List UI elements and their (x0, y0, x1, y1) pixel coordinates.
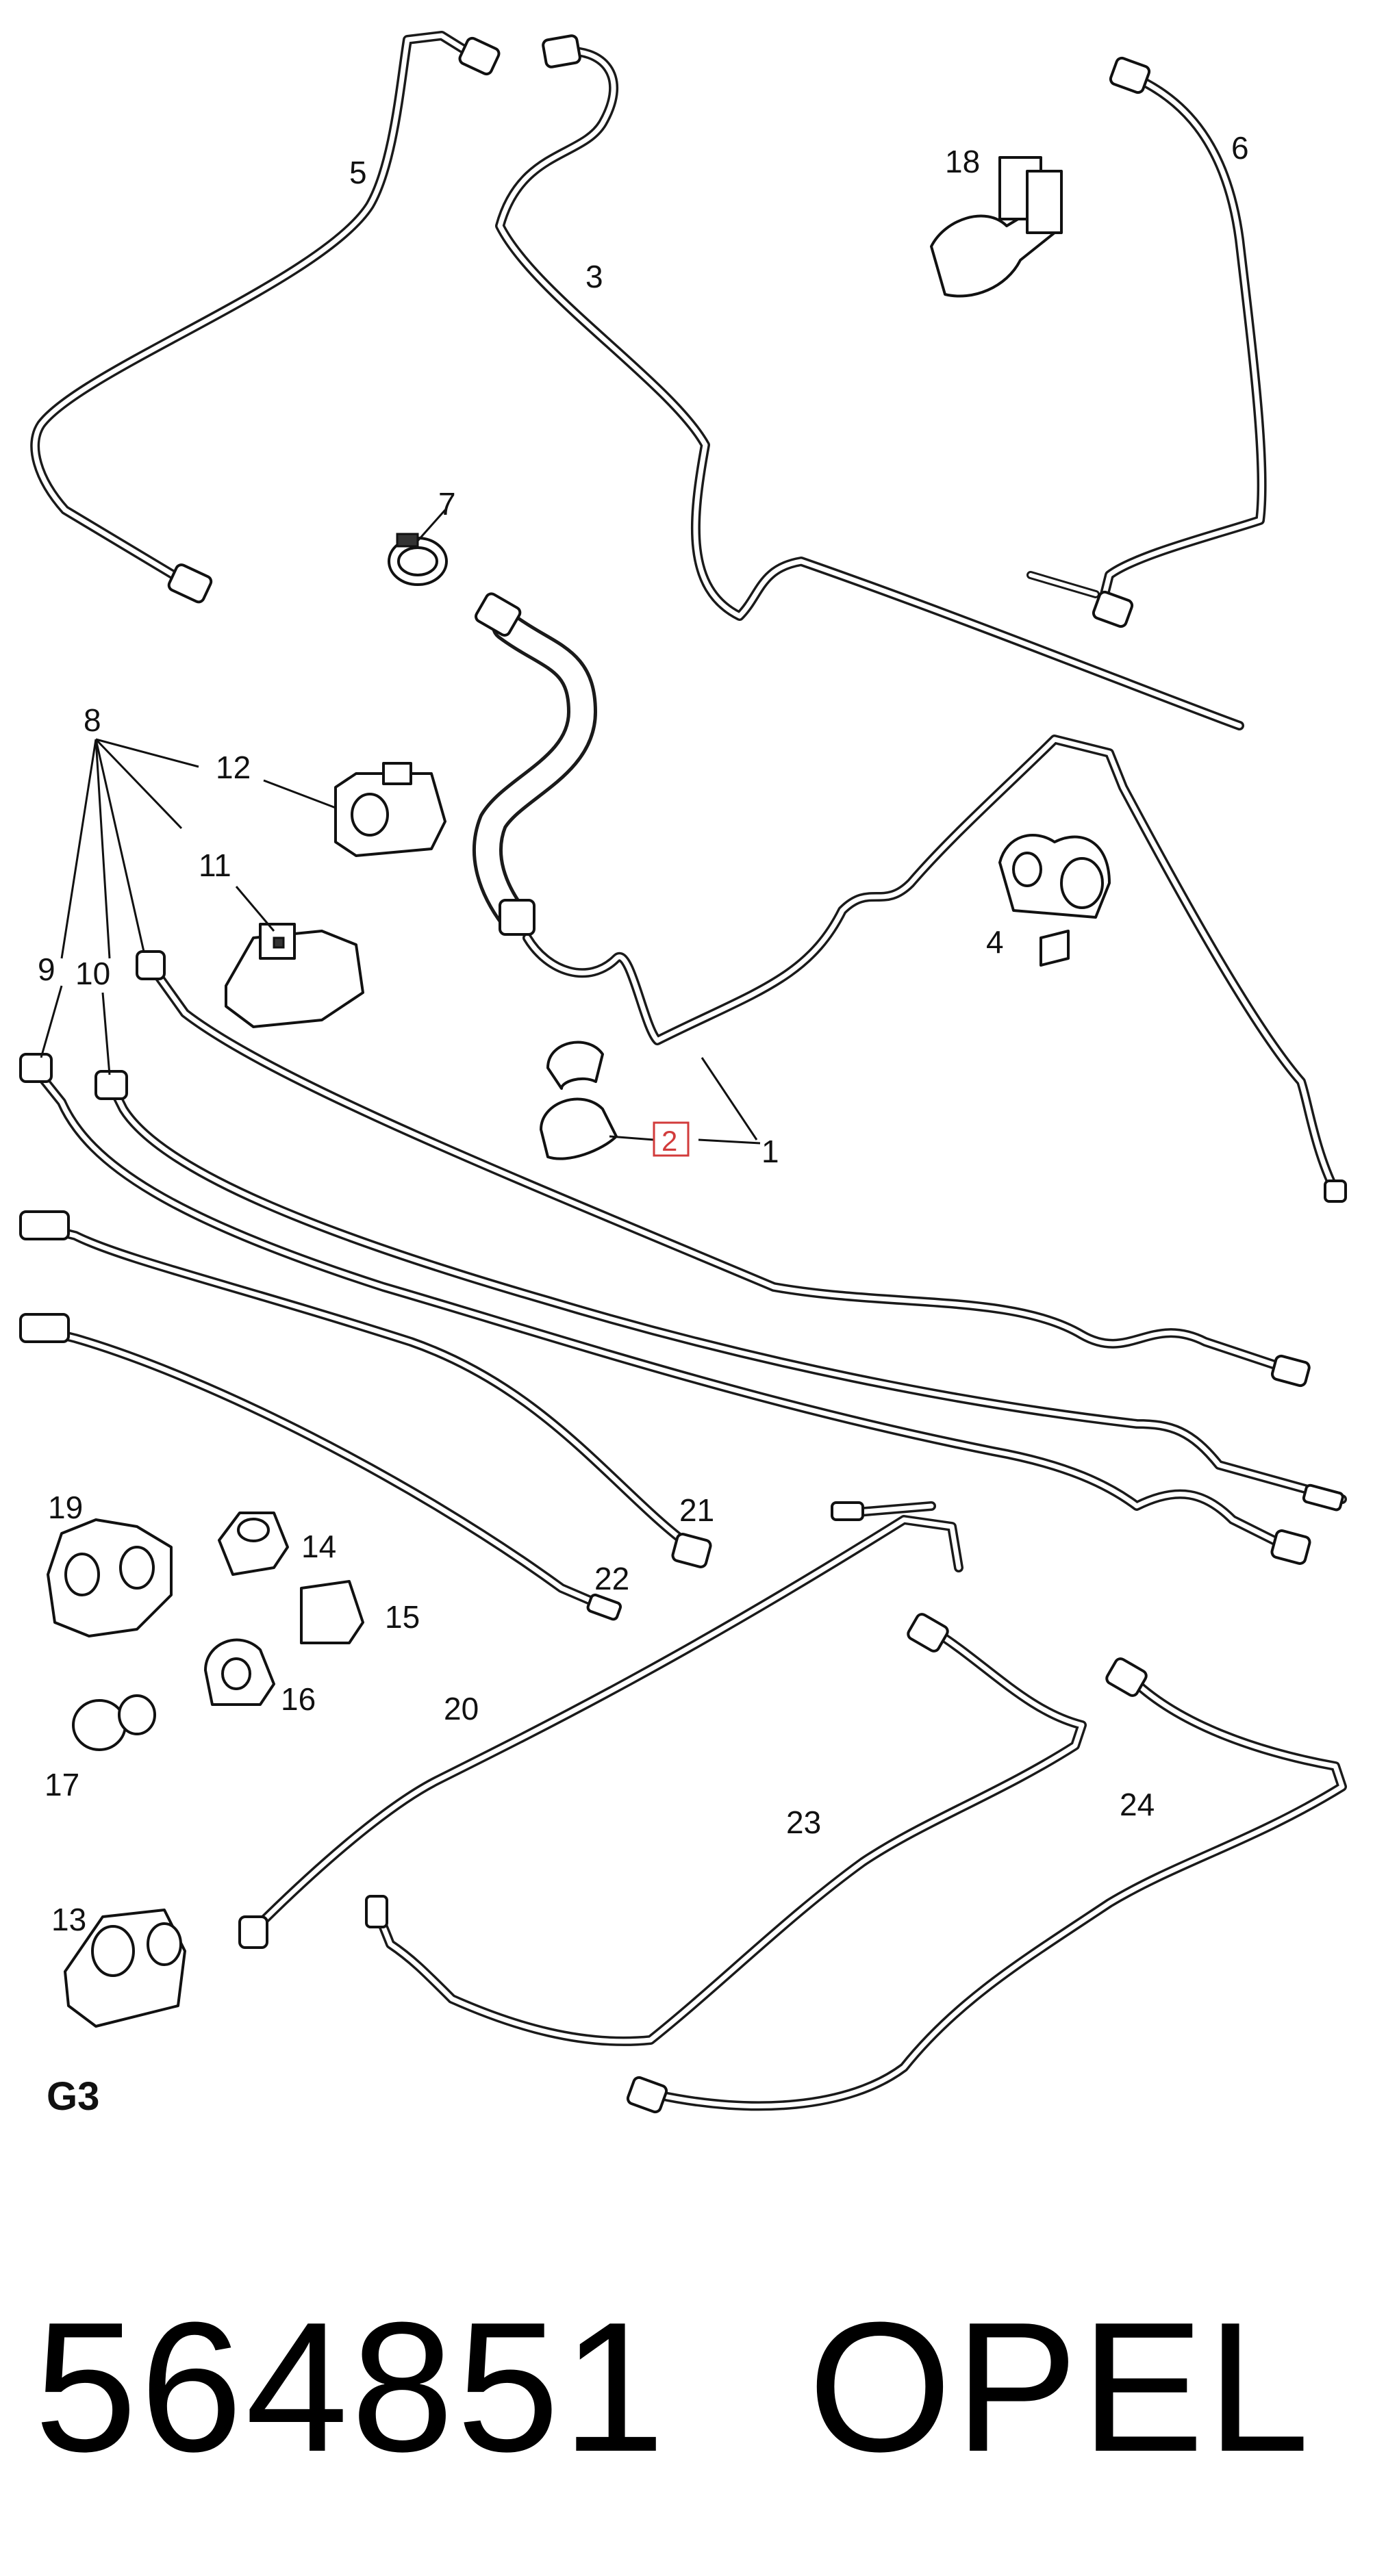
fitting-hose-top (475, 592, 522, 637)
fitting-20a (238, 1915, 268, 1949)
callout-23: 23 (786, 1805, 821, 1840)
callout-20: 20 (444, 1691, 479, 1726)
pipe-5 (30, 31, 477, 587)
pipe-22 (29, 1323, 614, 1614)
fitting-22a (19, 1313, 70, 1343)
fitting-24a (1105, 1657, 1148, 1697)
pipe-10 (105, 1077, 1347, 1504)
fitting-8 (136, 950, 166, 980)
fitting-23a (907, 1613, 949, 1653)
fitting-21a (19, 1210, 70, 1240)
fitting-21b (671, 1533, 712, 1568)
brand-name: OPEL (808, 2284, 1312, 2490)
part-4-clip (998, 834, 1111, 967)
callout-6: 6 (1231, 130, 1249, 166)
hose-main (473, 611, 597, 932)
callout-13: 13 (51, 1902, 86, 1937)
part-17-clip (72, 1694, 156, 1751)
callout-9: 9 (38, 952, 55, 987)
fitting-23b (365, 1895, 388, 1928)
pipe-8 (146, 960, 1292, 1374)
parts-group (47, 156, 1111, 2028)
part-15-pad (300, 1580, 364, 1644)
callout-10: 10 (75, 956, 110, 991)
pipe-24 (653, 1672, 1347, 2111)
callout-15: 15 (385, 1599, 420, 1635)
part-11-clip (225, 923, 364, 1028)
part-number: 564851 (34, 2284, 668, 2490)
part-7-clamp (388, 533, 448, 586)
callout-22: 22 (594, 1561, 629, 1596)
callout-3: 3 (585, 259, 603, 294)
callout-labels: 1 2 3 4 5 6 7 8 9 10 11 12 13 14 15 16 1… (38, 130, 1249, 1937)
callout-18: 18 (945, 144, 980, 179)
fitting-5b (167, 563, 213, 604)
fitting-3a (542, 34, 581, 68)
fitting-8-end (1270, 1354, 1311, 1388)
callout-4: 4 (986, 924, 1004, 960)
pipe-group (29, 31, 1347, 2111)
fitting-10-end (1302, 1483, 1344, 1512)
pipe-1 (522, 735, 1340, 1196)
fitting-5a (458, 36, 501, 76)
pipe-3 (495, 46, 1244, 730)
callout-24: 24 (1120, 1787, 1155, 1822)
part-2-clamp (540, 1041, 618, 1160)
pipe-6 (1026, 71, 1267, 607)
callout-2: 2 (662, 1125, 677, 1157)
callout-8: 8 (84, 702, 101, 738)
fitting-6a (1109, 56, 1151, 94)
fitting-6b (1092, 590, 1134, 628)
fitting-hose-bottom (499, 899, 536, 936)
part-19-clip (47, 1518, 173, 1637)
fitting-1-end (1324, 1179, 1347, 1203)
callout-19: 19 (48, 1490, 83, 1525)
fitting-9-end (1270, 1529, 1311, 1565)
fitting-22b (586, 1593, 622, 1621)
callout-7: 7 (438, 486, 456, 522)
fitting-20b (831, 1501, 864, 1521)
callout-21: 21 (679, 1492, 714, 1528)
highlight-box (653, 1121, 690, 1157)
pipe-21 (29, 1221, 696, 1552)
part-13-clip (64, 1909, 186, 2028)
callout-1: 1 (761, 1134, 779, 1169)
part-14-clip (218, 1512, 289, 1576)
callout-11: 11 (199, 847, 231, 883)
pipe-23 (372, 1624, 1087, 2046)
part-16-clip (204, 1638, 275, 1706)
fitting-9 (19, 1053, 53, 1083)
fitting-24b (626, 2076, 668, 2114)
callout-12: 12 (216, 750, 251, 785)
callout-14: 14 (301, 1529, 336, 1564)
fitting-10 (94, 1070, 128, 1100)
callout-5: 5 (349, 155, 367, 190)
fitting-group (19, 34, 1347, 2114)
pipe-9 (29, 1063, 1292, 1552)
leader-lines (40, 509, 761, 1145)
callout-17: 17 (45, 1767, 79, 1802)
section-code: G3 (47, 2074, 99, 2119)
callout-16: 16 (281, 1681, 316, 1717)
part-12-clip (334, 762, 446, 857)
part-18-bracket (930, 156, 1063, 298)
